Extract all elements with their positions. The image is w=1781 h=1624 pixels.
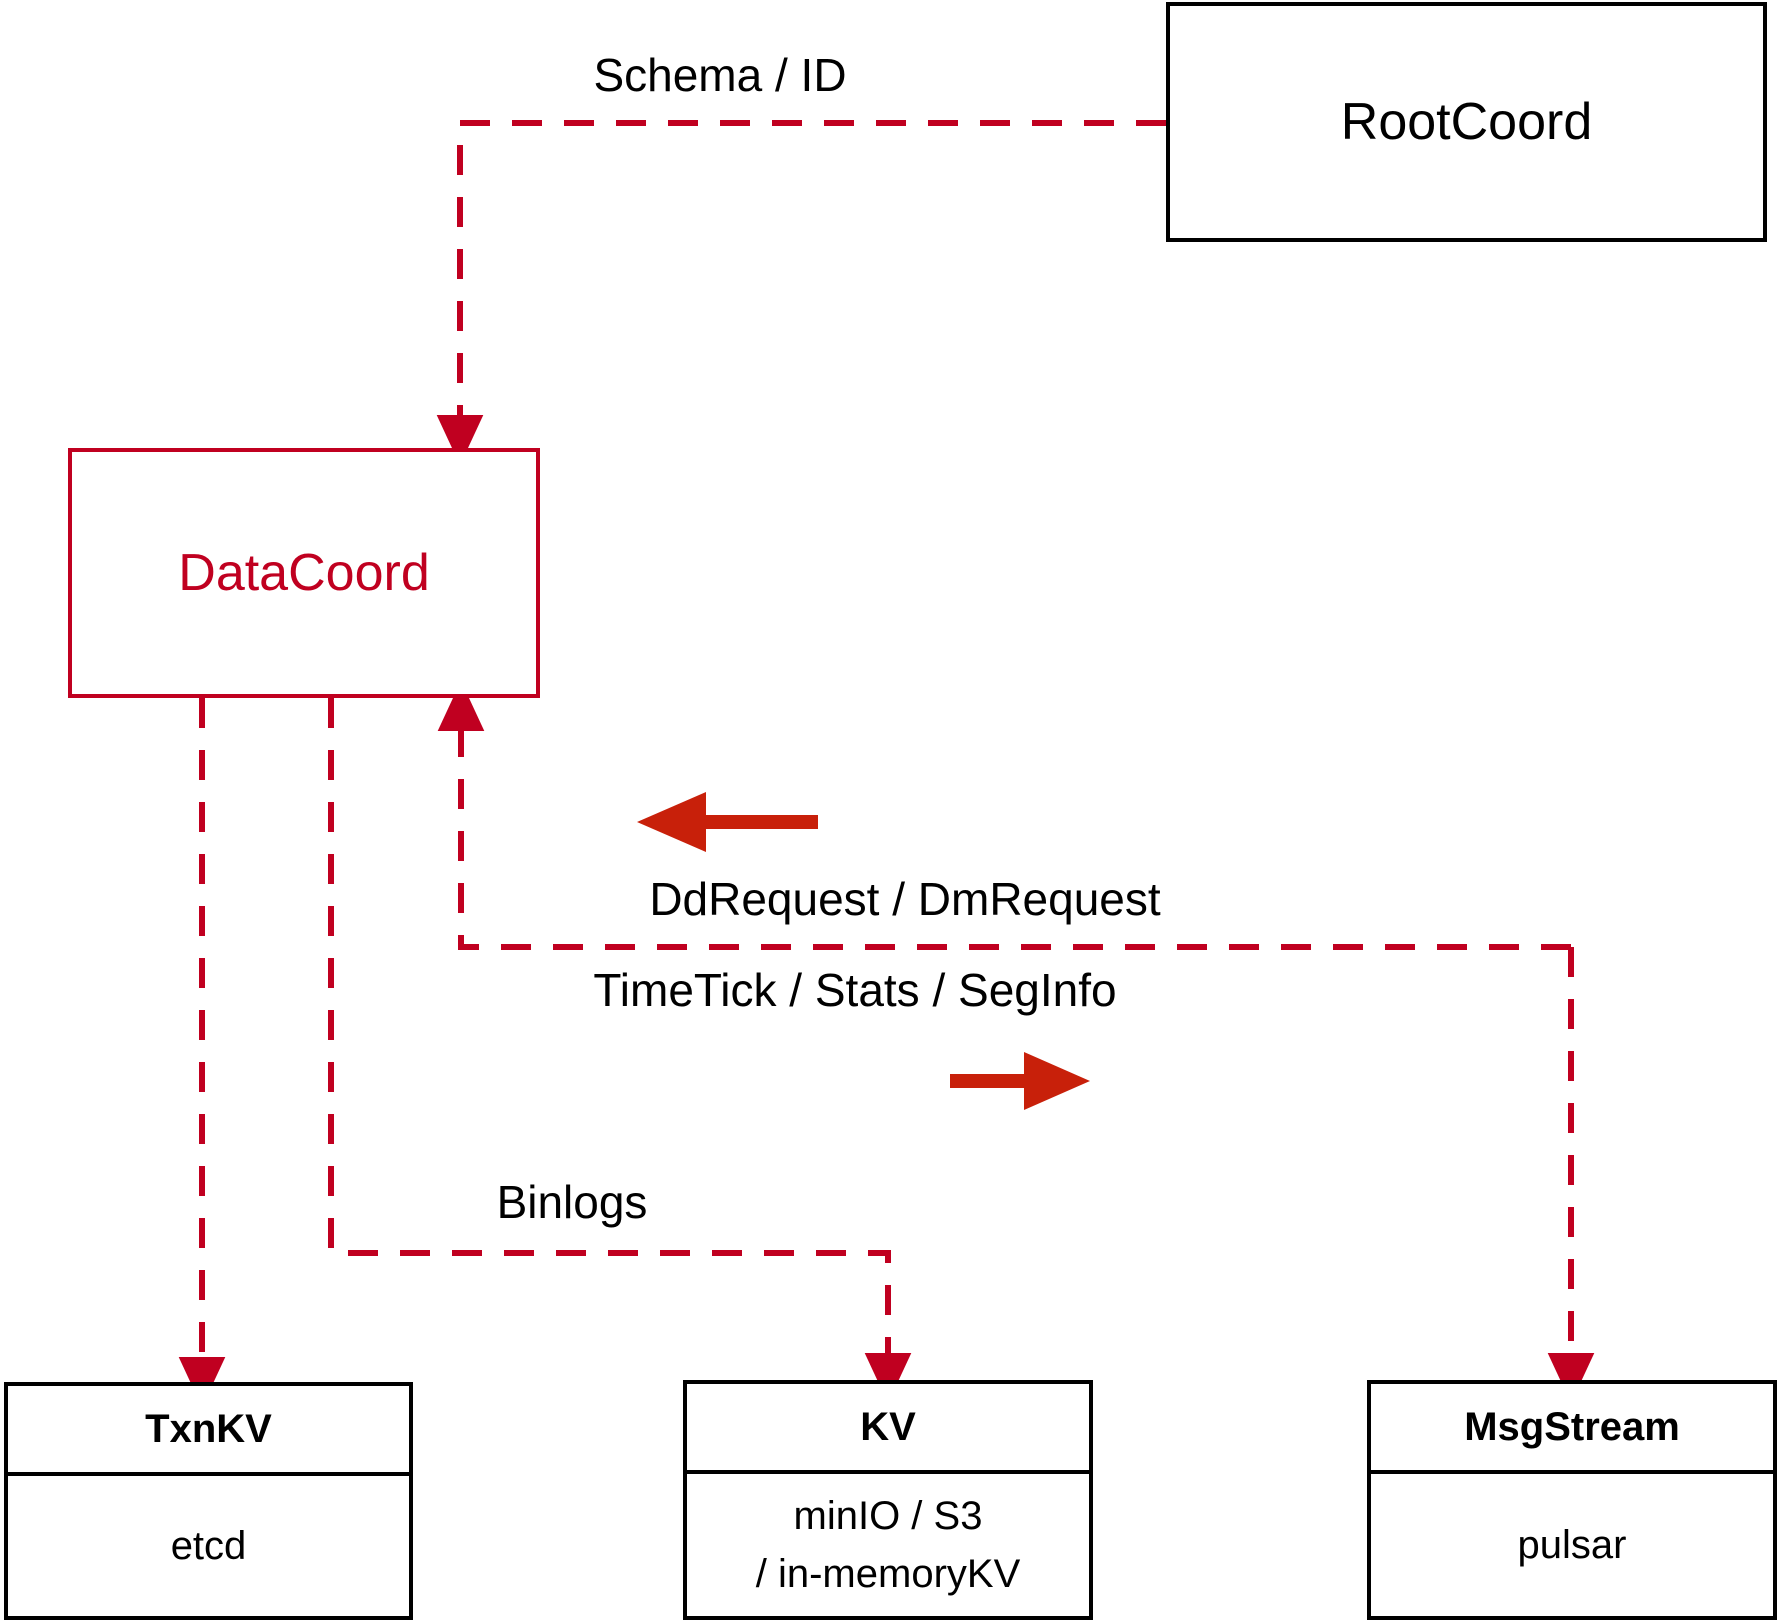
node-kv-body: minIO / S3 / in-memoryKV [687,1474,1089,1616]
edge-label-dd-dm-request: DdRequest / DmRequest [649,873,1161,925]
inbound-arrow [637,792,818,852]
node-kv-body-line-1: minIO / S3 [793,1494,983,1538]
node-kv[interactable]: KV minIO / S3 / in-memoryKV [683,1380,1093,1620]
node-rootcoord-label: RootCoord [1340,93,1593,151]
edge-label-schema-id: Schema / ID [593,49,847,101]
edge-rootcoord-to-datacoord [436,120,1166,466]
node-datacoord[interactable]: DataCoord [68,448,540,698]
node-txnkv-body: etcd [8,1476,409,1616]
node-kv-body-line-2: / in-memoryKV [755,1552,1021,1596]
node-txnkv-body-line-1: etcd [170,1524,247,1568]
node-msgstream[interactable]: MsgStream pulsar [1367,1380,1777,1620]
edge-label-binlogs: Binlogs [496,1176,648,1228]
node-kv-title: KV [687,1384,1089,1474]
node-msgstream-body-line-1: pulsar [1517,1523,1627,1567]
node-txnkv[interactable]: TxnKV etcd [4,1382,413,1620]
outbound-arrow [950,1052,1090,1110]
node-datacoord-label: DataCoord [178,544,430,602]
node-msgstream-body: pulsar [1371,1474,1773,1616]
edge-datacoord-to-kv [328,698,912,1404]
node-txnkv-title: TxnKV [8,1386,409,1476]
node-rootcoord[interactable]: RootCoord [1166,2,1767,242]
edge-label-timetick-stats-seginfo: TimeTick / Stats / SegInfo [593,964,1117,1016]
node-msgstream-title: MsgStream [1371,1384,1773,1474]
edge-msgstream-to-datacoord [437,680,1571,950]
